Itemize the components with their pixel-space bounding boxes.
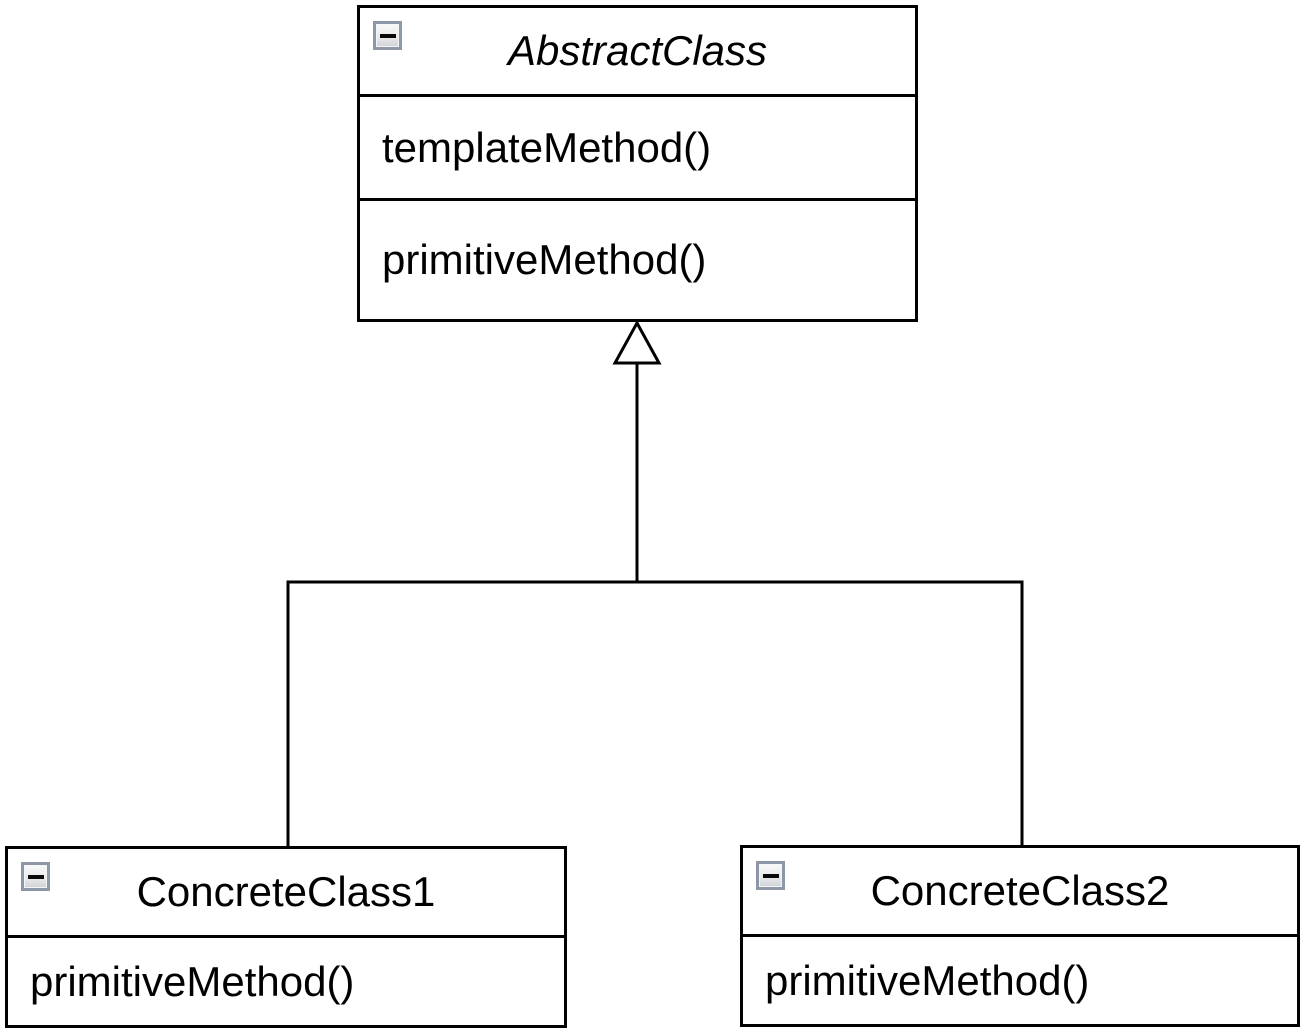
generalization-triangle-icon: [612, 319, 662, 365]
method-compartment: primitiveMethod(): [8, 935, 564, 1025]
class-header-abstractclass: AbstractClass: [360, 8, 915, 94]
method-label: primitiveMethod(): [765, 956, 1090, 1004]
class-box-abstractclass[interactable]: AbstractClass templateMethod() primitive…: [357, 5, 918, 322]
class-name: ConcreteClass2: [870, 867, 1170, 914]
minus-icon: [762, 873, 779, 878]
method-compartment: primitiveMethod(): [360, 198, 915, 319]
minus-icon: [379, 33, 396, 38]
class-box-concreteclass1[interactable]: ConcreteClass1 primitiveMethod(): [5, 846, 567, 1028]
method-label: primitiveMethod(): [30, 957, 355, 1005]
class-name: AbstractClass: [507, 27, 768, 74]
collapse-button[interactable]: [21, 862, 50, 891]
method-label: templateMethod(): [382, 123, 712, 171]
minus-icon: [27, 874, 44, 879]
class-header-concreteclass2: ConcreteClass2: [743, 848, 1297, 934]
method-label: primitiveMethod(): [382, 236, 707, 283]
class-header-concreteclass1: ConcreteClass1: [8, 849, 564, 935]
collapse-button[interactable]: [756, 861, 785, 890]
method-compartment: templateMethod(): [360, 94, 915, 198]
method-compartment: primitiveMethod(): [743, 934, 1297, 1024]
collapse-button[interactable]: [373, 21, 402, 50]
class-box-concreteclass2[interactable]: ConcreteClass2 primitiveMethod(): [740, 845, 1300, 1027]
class-name: ConcreteClass1: [136, 868, 436, 915]
